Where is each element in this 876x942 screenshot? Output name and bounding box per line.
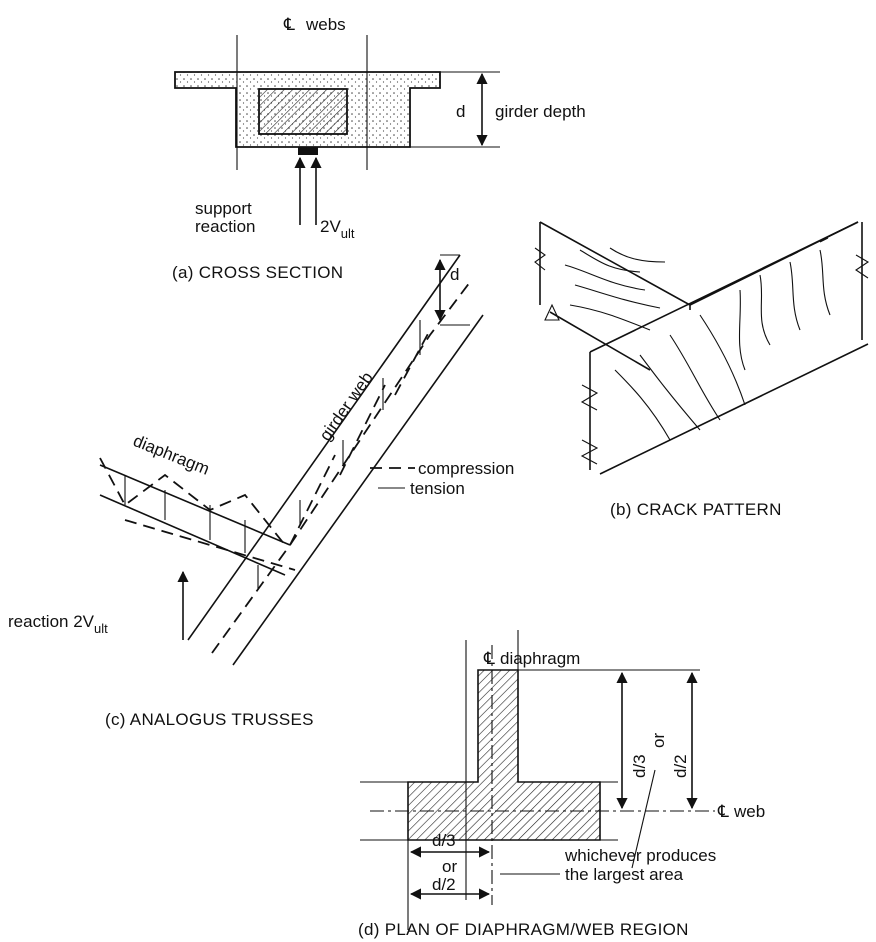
caption-b: (b) CRACK PATTERN xyxy=(610,500,782,519)
diaphragm-compression-chord xyxy=(124,519,296,571)
vert-dim-d3-label: d/3 xyxy=(630,754,649,778)
crack-line xyxy=(574,284,661,309)
support-label-line1: support xyxy=(195,199,252,218)
reaction-2v-label: 2Vult xyxy=(320,217,355,241)
crack-line xyxy=(639,354,701,431)
crack-line xyxy=(738,289,746,371)
legend-tension: tension xyxy=(410,479,465,498)
girder-break-mark-far xyxy=(855,254,870,279)
web-chord-outer xyxy=(232,314,484,666)
cl-webs-label: webs xyxy=(305,15,346,34)
support-label-line2: reaction xyxy=(195,217,255,236)
horiz-dim-d2-label: d/2 xyxy=(432,875,456,894)
cl-diaphragm-symbol: ℄ xyxy=(483,649,495,668)
diaphragm-break-mark xyxy=(534,247,546,271)
crack-line xyxy=(819,249,831,316)
crack-line xyxy=(789,261,801,331)
panel-d-plan: ℄ diaphragm ℄ web d/3 or d/2 d/3 or d/2 … xyxy=(358,630,765,939)
crack-line xyxy=(669,334,721,421)
girder-top-back-edge xyxy=(689,221,859,306)
horiz-dim-d3-label: d/3 xyxy=(432,831,456,850)
d-label-c: d xyxy=(450,265,459,284)
cl-webs-symbol: ℄ xyxy=(283,15,295,34)
crack-line xyxy=(614,369,671,441)
diaphragm-diagonals xyxy=(99,457,286,546)
diaphragm-top-chord xyxy=(99,464,291,546)
legend-compression: compression xyxy=(418,459,514,478)
vert-dim-d2-label: d/2 xyxy=(671,754,690,778)
web-chord-inner xyxy=(187,254,461,641)
panel-b-crack-pattern: (b) CRACK PATTERN xyxy=(534,221,870,519)
girder-depth-label: girder depth xyxy=(495,102,586,121)
diaphragm-ties xyxy=(124,475,246,553)
girder-bottom-edge xyxy=(599,343,869,475)
caption-a: (a) CROSS SECTION xyxy=(172,263,343,282)
web-tension-ties xyxy=(257,320,421,590)
vert-dim-or-label: or xyxy=(649,733,668,748)
diaphragm-label: diaphragm xyxy=(131,431,213,479)
panel-a-cross-section: ℄ webs d girder depth support reaction 2… xyxy=(172,15,586,282)
cl-web-label: web xyxy=(733,802,765,821)
support-bearing xyxy=(298,147,318,155)
crack-line xyxy=(564,264,646,291)
girder-break-mark-front xyxy=(580,384,599,411)
girder-break-mark-front-2 xyxy=(580,439,599,465)
crack-line xyxy=(579,249,641,273)
crack-line xyxy=(699,314,746,406)
support-triangle xyxy=(544,303,560,321)
note-line1: whichever produces xyxy=(564,846,716,865)
diaphragm-web-region xyxy=(407,669,601,841)
top-ticks xyxy=(729,237,829,286)
cl-web-symbol: ℄ xyxy=(717,802,729,821)
panel-c-analogous-trusses: d girder web diaphragm compression tensi… xyxy=(8,254,514,729)
crack-line xyxy=(609,247,666,263)
web-diagonals xyxy=(289,329,431,546)
crack-line xyxy=(759,274,771,346)
girder-web-label: girder web xyxy=(316,368,377,444)
note-leader-vertical xyxy=(631,769,656,869)
diaphragm-side-chord xyxy=(99,494,286,576)
reaction-label-c: reaction 2Vult xyxy=(8,612,108,636)
depth-d-label: d xyxy=(456,102,465,121)
caption-c: (c) ANALOGUS TRUSSES xyxy=(105,710,314,729)
cl-diaphragm-label: diaphragm xyxy=(500,649,580,668)
diaphragm-bottom-edge xyxy=(549,311,651,371)
crack-line xyxy=(569,304,651,331)
note-line2: the largest area xyxy=(565,865,684,884)
section-void-hatched xyxy=(258,88,348,135)
horiz-dim-or-label: or xyxy=(442,857,457,876)
caption-d: (d) PLAN OF DIAPHRAGM/WEB REGION xyxy=(358,920,689,939)
